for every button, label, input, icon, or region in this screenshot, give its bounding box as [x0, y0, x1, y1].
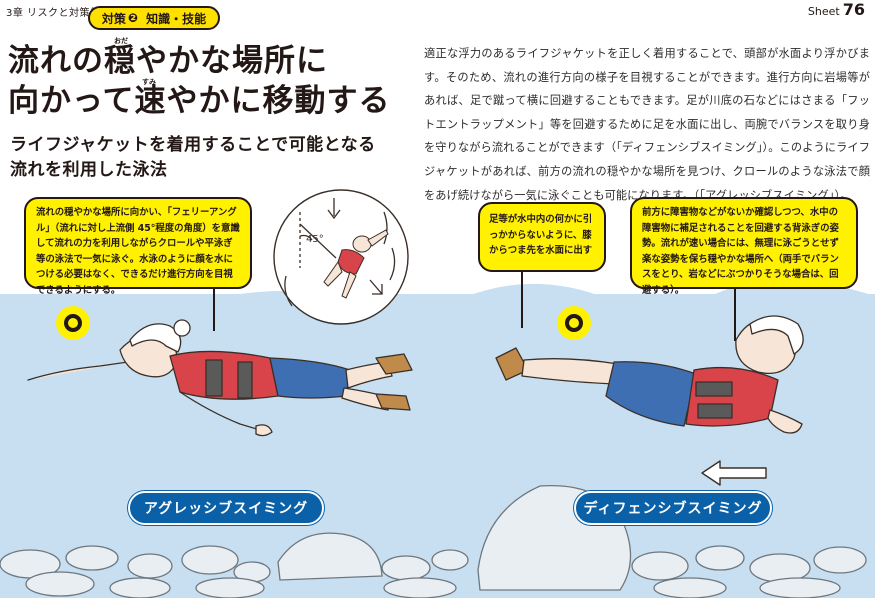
- aggressive-swimmer-illustration: [27, 319, 413, 437]
- page-title-line-2: 向かって速やかに移動する: [8, 83, 391, 119]
- defensive-swimmer-illustration: [495, 315, 804, 434]
- aggressive-swimming-label: アグレッシブスイミング: [128, 491, 324, 525]
- tag-prefix: 対策: [101, 11, 126, 26]
- subtitle-line-2: 流れを利用した泳法: [10, 160, 168, 180]
- tag-label: 知識・技能: [146, 11, 207, 26]
- sheet-label: Sheet: [807, 5, 840, 18]
- defensive-swimming-label: ディフェンシブスイミング: [574, 491, 772, 525]
- subtitle-line-1: ライフジャケットを着用することで可能となる: [10, 135, 376, 155]
- feet-callout: 足等が水中内の何かに引っかからないように、膝からつま先を水面に出す: [478, 202, 606, 272]
- defensive-callout: 前方に障害物などがないか確認しつつ、水中の障害物に補足されることを回避する背泳ぎ…: [630, 197, 858, 296]
- body-paragraph: 適正な浮力のあるライフジャケットを正しく着用することで、頭部が水面より浮かびます…: [424, 47, 870, 202]
- ferry-angle-inset: 45°: [273, 189, 409, 325]
- callout-leader-line: [213, 289, 215, 331]
- left-arrow-icon: [701, 460, 767, 486]
- callout-leader-line: [521, 272, 523, 328]
- page-title-line-1: 流れの穏やかな場所に: [8, 43, 328, 79]
- callout-leader-line: [734, 289, 736, 341]
- ruby-sumi: すみ: [142, 78, 156, 86]
- inset-angle-label: 45°: [306, 234, 324, 245]
- aggressive-callout: 流れの穏やかな場所に向かい、「フェリーアングル」（流れに対し上流側 45°程度の…: [24, 197, 252, 296]
- chapter-label: 3章 リスクと対策例: [6, 8, 101, 19]
- tag-number: ❷: [127, 11, 139, 25]
- ruby-odaya: おだ: [114, 37, 128, 45]
- sheet-num: 76: [842, 0, 865, 19]
- double-circle-ok-icon: [557, 306, 591, 340]
- section-tag: 対策 ❷ 知識・技能: [88, 6, 220, 30]
- double-circle-ok-icon: [56, 306, 90, 340]
